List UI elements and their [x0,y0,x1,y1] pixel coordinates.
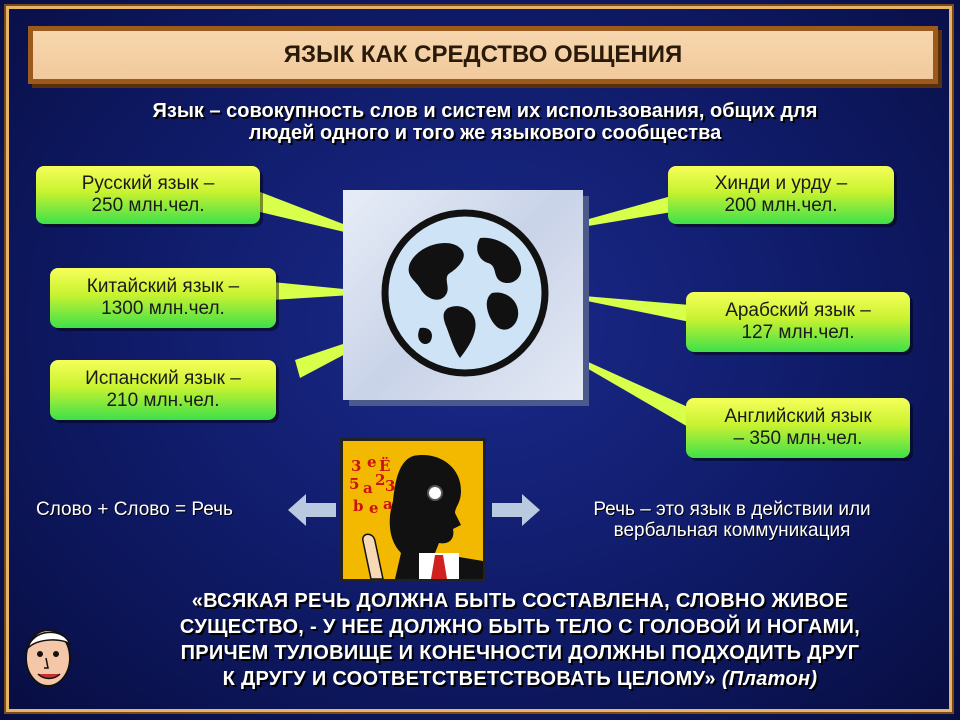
speech-letter: Ё [379,456,390,475]
speaker-silhouette-icon: 3 e Ё 5 a 2 3 b e a [349,453,483,580]
lang-hindi-name: Хинди и урду – [714,173,848,194]
speech-letter: 5 [349,475,359,493]
lang-arabic-name: Арабский язык – [725,300,871,321]
definition-line-1: Язык – совокупность слов и систем их исп… [152,100,818,122]
quote-line-1: «ВСЯКАЯ РЕЧЬ ДОЛЖНА БЫТЬ СОСТАВЛЕНА, СЛО… [191,590,849,612]
quote-line-4-text: К ДРУГУ И СООТВЕТСТВЕТСТВОВАТЬ ЦЕЛОМУ» [222,668,716,690]
lang-chinese-count: 1300 млн.чел. [101,298,225,319]
globe-icon [381,209,549,377]
arrow-left-icon [288,494,336,526]
definition-line-2: людей одного и того же языкового сообщес… [248,122,722,144]
speech-letter: 3 [385,477,395,495]
lang-russian-name: Русский язык – [81,173,215,194]
lang-russian-count: 250 млн.чел. [91,195,205,216]
arrow-right-icon [492,494,540,526]
lang-english-count: – 350 млн.чел. [733,428,863,449]
word-plus-word-text: Слово + Слово = Речь [36,499,233,520]
lang-english-name: Английский язык [724,406,872,427]
speech-letter: a [383,495,393,513]
lang-box-arabic: Арабский язык – 127 млн.чел. [686,292,910,352]
speech-letter: 2 [375,471,385,489]
slide-frame [4,4,954,714]
speech-letter: 3 [351,457,361,475]
quote-author: (Платон) [721,668,818,690]
speech-definition-line-1: Речь – это язык в действии или [593,499,871,520]
speech-letter: b [353,497,364,515]
title-banner: ЯЗЫК КАК СРЕДСТВО ОБЩЕНИЯ [28,26,938,84]
lang-box-hindi: Хинди и урду – 200 млн.чел. [668,166,894,224]
lang-arabic-count: 127 млн.чел. [741,322,855,343]
speech-definition-line-2: вербальная коммуникация [613,520,851,541]
quote-line-2: СУЩЕСТВО, - У НЕЕ ДОЛЖНО БЫТЬ ТЕЛО С ГОЛ… [179,616,861,638]
speech-letter: e [367,453,377,471]
lang-box-russian: Русский язык – 250 млн.чел. [36,166,260,224]
speaker-card: 3 e Ё 5 a 2 3 b e a [340,438,486,582]
quote-line-3: ПРИЧЕМ ТУЛОВИЩЕ И КОНЕЧНОСТИ ДОЛЖНЫ ПОДХ… [180,642,860,664]
plato-face-icon [25,629,72,687]
lang-box-spanish: Испанский язык – 210 млн.чел. [50,360,276,420]
lang-hindi-count: 200 млн.чел. [724,195,838,216]
lang-box-chinese: Китайский язык – 1300 млн.чел. [50,268,276,328]
speech-letter: e [369,499,379,517]
quote-line-4: К ДРУГУ И СООТВЕТСТВЕТСТВОВАТЬ ЦЕЛОМУ» (… [84,666,956,692]
lang-box-english: Английский язык – 350 млн.чел. [686,398,910,458]
plato-quote: «ВСЯКАЯ РЕЧЬ ДОЛЖНА БЫТЬ СОСТАВЛЕНА, СЛО… [84,588,956,692]
speech-letter: a [363,479,373,497]
speech-definition: Речь – это язык в действии или вербальна… [542,499,922,541]
lang-spanish-count: 210 млн.чел. [106,390,220,411]
lang-spanish-name: Испанский язык – [85,368,241,389]
page-title: ЯЗЫК КАК СРЕДСТВО ОБЩЕНИЯ [283,41,683,68]
lang-chinese-name: Китайский язык – [86,276,240,297]
definition-text: Язык – совокупность слов и систем их исп… [60,100,910,144]
